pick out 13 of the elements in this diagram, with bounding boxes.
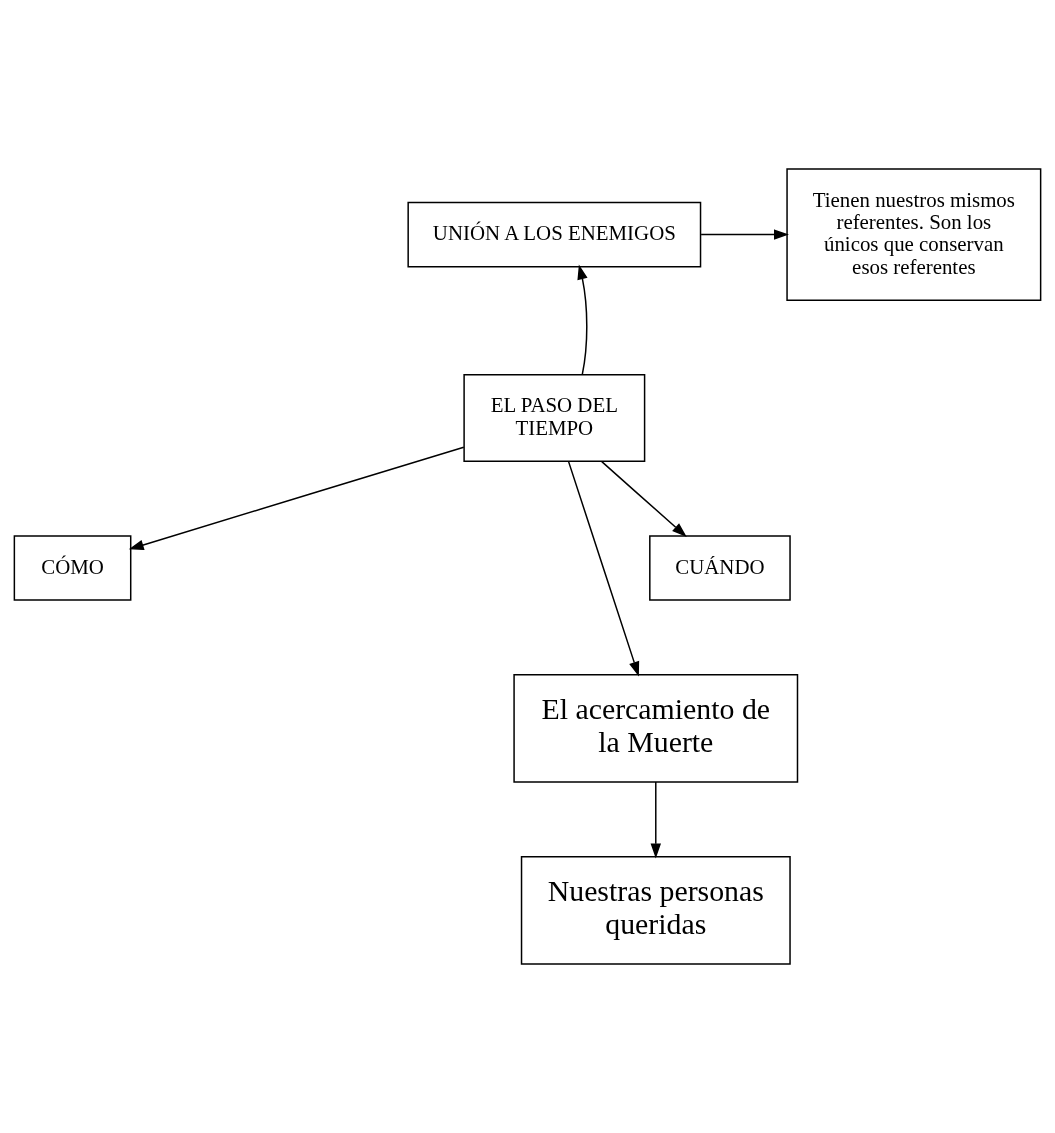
arrow xyxy=(650,781,661,859)
arrow xyxy=(700,229,789,240)
node-box: CUÁNDO xyxy=(649,535,791,601)
node-box: Tienen nuestros mismos referentes. Son los únicos que conservan esos referentes xyxy=(786,168,1042,301)
node-box: EL PASO DEL TIEMPO xyxy=(463,374,646,463)
node-box: CÓMO xyxy=(13,535,132,601)
node-box: Nuestras personas queridas xyxy=(520,855,791,965)
arrow xyxy=(128,446,465,550)
arrow xyxy=(601,460,687,538)
arrow xyxy=(577,264,588,376)
node-box: El acercamiento de la Muerte xyxy=(513,673,799,783)
arrow xyxy=(567,461,640,677)
node-box: UNIÓN A LOS ENEMIGOS xyxy=(407,201,702,268)
